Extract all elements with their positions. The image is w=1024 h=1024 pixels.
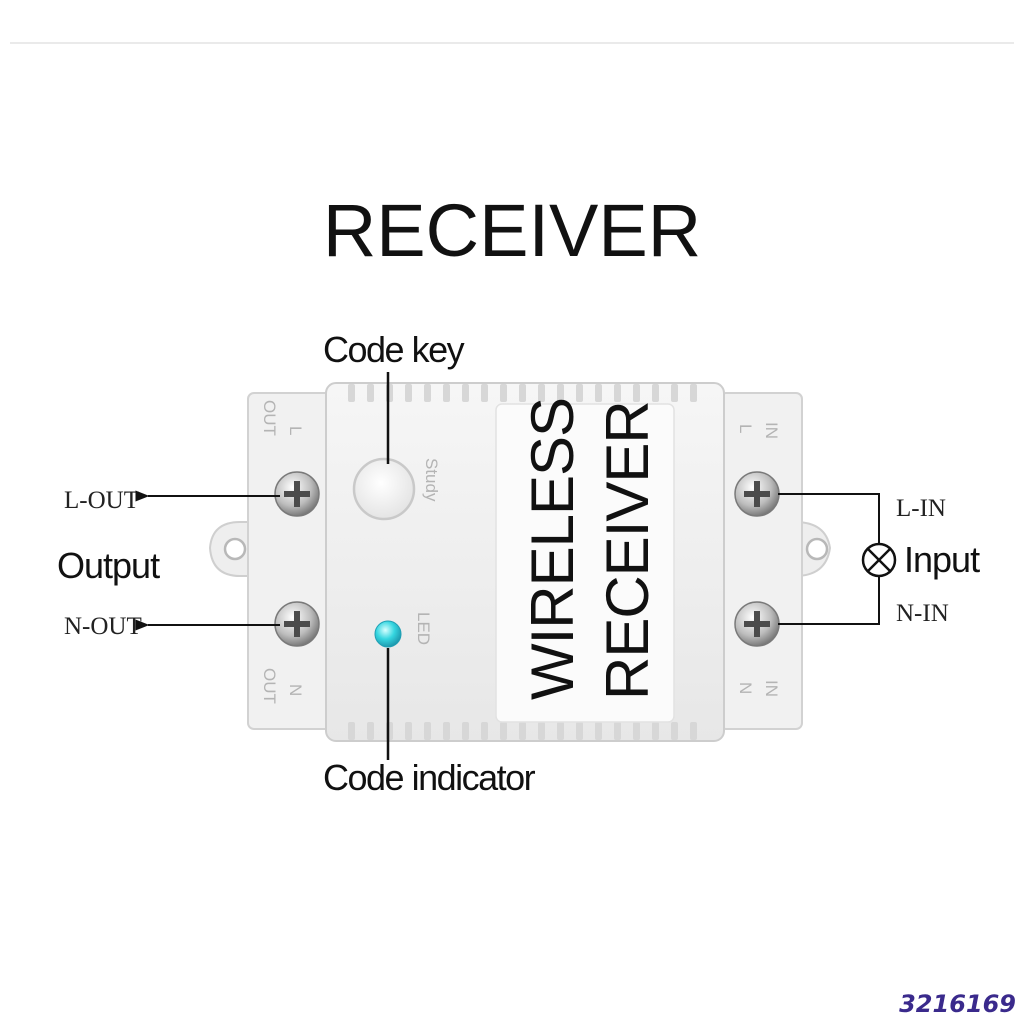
vent-slot-top bbox=[595, 384, 602, 402]
vent-slot-top bbox=[348, 384, 355, 402]
emboss-in-bottom-right: IN bbox=[762, 680, 781, 697]
callout-input: Input bbox=[904, 539, 980, 580]
vent-slot-top bbox=[652, 384, 659, 402]
vent-slot-bottom bbox=[576, 722, 583, 740]
vent-slot-bottom bbox=[614, 722, 621, 740]
code-indicator-led bbox=[374, 620, 402, 648]
screw-n-out bbox=[274, 601, 320, 647]
vent-slot-bottom bbox=[481, 722, 488, 740]
terminal-label-n-out: N-OUT bbox=[64, 613, 142, 640]
study-button[interactable] bbox=[352, 457, 416, 521]
terminal-label-n-in: N-IN bbox=[896, 600, 949, 627]
input-wiring bbox=[778, 493, 880, 625]
vent-slot-top bbox=[405, 384, 412, 402]
vent-slot-top bbox=[443, 384, 450, 402]
vent-slot-top bbox=[633, 384, 640, 402]
vent-slot-bottom bbox=[500, 722, 507, 740]
emboss-l-right: L bbox=[736, 424, 755, 433]
receiver-device: WIRELESS RECEIVER OUT L OUT N L IN N IN bbox=[208, 382, 832, 742]
vent-slot-bottom bbox=[595, 722, 602, 740]
vent-slot-bottom bbox=[405, 722, 412, 740]
device-label-wireless: WIRELESS bbox=[519, 398, 586, 700]
emboss-out-bottom-left: OUT bbox=[260, 668, 279, 704]
vent-slot-bottom bbox=[633, 722, 640, 740]
vent-slot-bottom bbox=[652, 722, 659, 740]
vent-slot-top bbox=[690, 384, 697, 402]
vent-slot-top bbox=[614, 384, 621, 402]
terminal-label-l-in: L-IN bbox=[896, 495, 946, 522]
vent-slot-bottom bbox=[538, 722, 545, 740]
vent-slot-top bbox=[367, 384, 374, 402]
vent-slots bbox=[348, 384, 697, 740]
vent-slot-bottom bbox=[671, 722, 678, 740]
emboss-out-top-left: OUT bbox=[260, 400, 279, 436]
emboss-in-top-right: IN bbox=[762, 422, 781, 439]
terminal-block-right bbox=[719, 392, 803, 730]
vent-slot-bottom bbox=[519, 722, 526, 740]
callout-code-key: Code key bbox=[323, 329, 465, 370]
label-panel bbox=[495, 403, 675, 723]
emboss-n-left: N bbox=[286, 684, 305, 696]
vent-slot-bottom bbox=[424, 722, 431, 740]
vent-slot-bottom bbox=[348, 722, 355, 740]
vent-slot-top bbox=[557, 384, 564, 402]
vent-slot-bottom bbox=[462, 722, 469, 740]
callout-code-indicator: Code indicator bbox=[323, 757, 536, 798]
vent-slot-top bbox=[424, 384, 431, 402]
screw-l-out bbox=[274, 471, 320, 517]
vent-slot-top bbox=[462, 384, 469, 402]
vent-slot-top bbox=[538, 384, 545, 402]
callout-output: Output bbox=[57, 545, 160, 586]
vent-slot-bottom bbox=[443, 722, 450, 740]
vent-slot-bottom bbox=[557, 722, 564, 740]
vent-slot-top bbox=[576, 384, 583, 402]
study-button-label: Study bbox=[422, 458, 441, 502]
vent-slot-bottom bbox=[367, 722, 374, 740]
emboss-n-right: N bbox=[736, 682, 755, 694]
emboss-l-left: L bbox=[286, 426, 305, 435]
vent-slot-top bbox=[519, 384, 526, 402]
vent-slot-top bbox=[481, 384, 488, 402]
terminal-label-l-out: L-OUT bbox=[64, 487, 139, 514]
device-label-receiver: RECEIVER bbox=[594, 401, 661, 700]
watermark: 3216169 bbox=[899, 990, 1016, 1018]
screw-l-in bbox=[734, 471, 780, 517]
page-title: RECEIVER bbox=[323, 189, 701, 272]
screw-n-in bbox=[734, 601, 780, 647]
lamp-symbol bbox=[861, 542, 897, 578]
vent-slot-top bbox=[671, 384, 678, 402]
vent-slot-top bbox=[500, 384, 507, 402]
led-label: LED bbox=[414, 612, 433, 645]
vent-slot-bottom bbox=[690, 722, 697, 740]
